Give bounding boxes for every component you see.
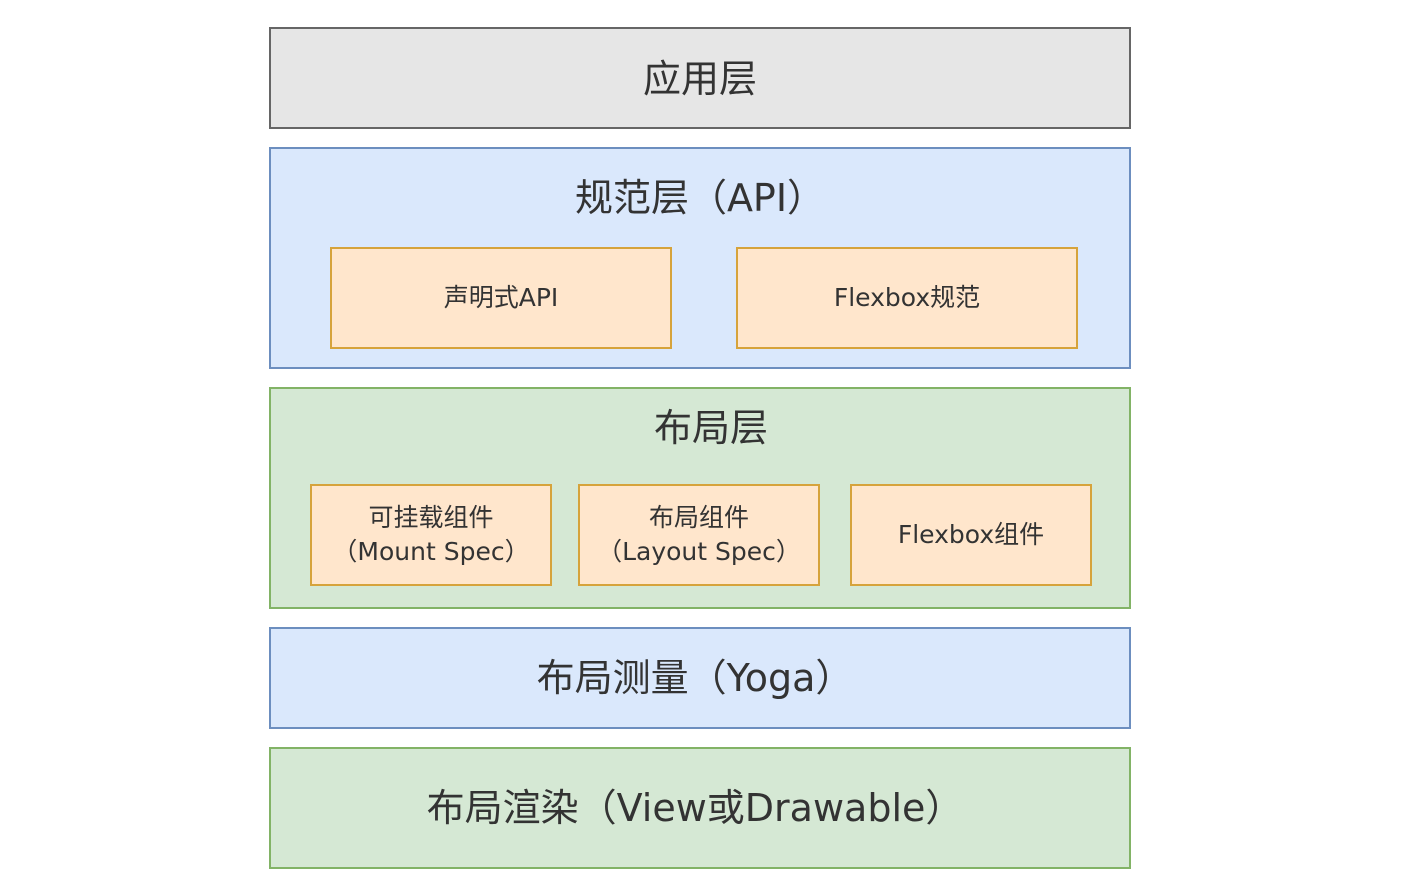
- layout-spec-box: 布局组件 （Layout Spec）: [578, 484, 820, 586]
- layout-layer-title: 布局层: [653, 406, 768, 450]
- measure-layer: 布局测量（Yoga）: [269, 627, 1131, 729]
- flexbox-spec-box: Flexbox规范: [736, 247, 1078, 349]
- mount-spec-box: 可挂载组件 （Mount Spec）: [310, 484, 552, 586]
- flexbox-component-label: Flexbox组件: [897, 520, 1045, 549]
- measure-layer-title: 布局测量（Yoga）: [536, 656, 854, 700]
- app-layer: 应用层: [269, 27, 1131, 129]
- mount-spec-label: 可挂载组件: [368, 503, 494, 532]
- spec-layer: 规范层（API） 声明式API Flexbox规范: [269, 147, 1131, 369]
- mount-spec-sublabel: （Mount Spec）: [332, 537, 530, 566]
- spec-layer-title: 规范层（API）: [574, 176, 826, 220]
- declarative-api-box: 声明式API: [330, 247, 672, 349]
- flexbox-component-box: Flexbox组件: [850, 484, 1092, 586]
- layout-spec-sublabel: （Layout Spec）: [597, 537, 801, 566]
- layout-spec-label: 布局组件: [648, 503, 749, 532]
- render-layer-title: 布局渲染（View或Drawable）: [426, 786, 964, 830]
- declarative-api-label: 声明式API: [443, 283, 559, 312]
- app-layer-title: 应用层: [642, 57, 757, 101]
- flexbox-spec-label: Flexbox规范: [833, 283, 981, 312]
- layout-layer: 布局层 可挂载组件 （Mount Spec） 布局组件 （Layout Spec…: [269, 387, 1131, 609]
- render-layer: 布局渲染（View或Drawable）: [269, 747, 1131, 869]
